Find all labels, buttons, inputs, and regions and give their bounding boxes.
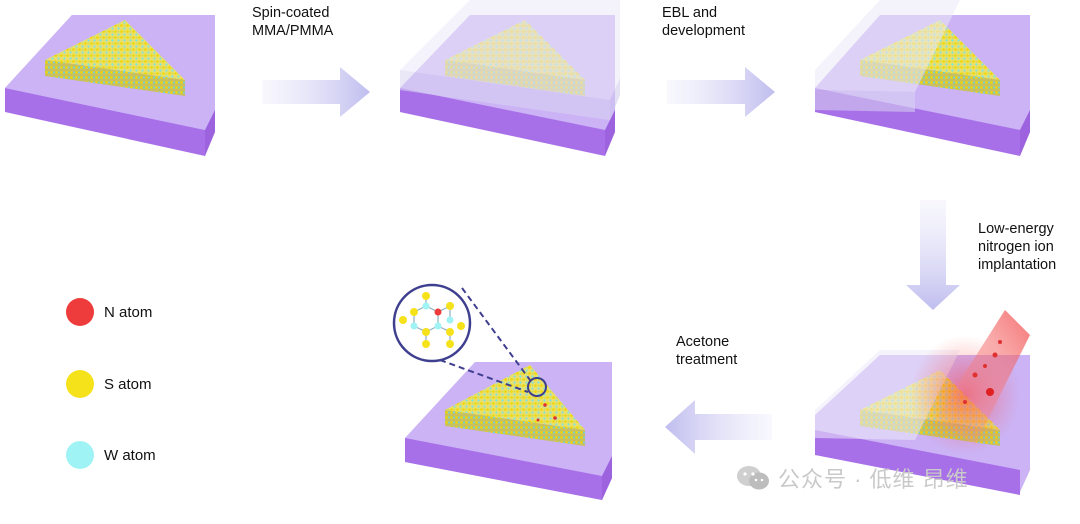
stage-2-resist-coated [400,0,620,156]
watermark-text: 公众号 · 低维 昂维 [778,467,969,492]
label-implantation: Low-energy nitrogen ion implantation [978,221,1057,273]
label-spin-coat: Spin-coated MMA/PMMA [252,5,334,39]
ion-beam [910,310,1030,455]
stage-1-substrate [5,15,215,156]
label-ebl: EBL and development [662,5,746,39]
stage-4-implantation [815,310,1030,495]
stage-3-patterned [815,0,1030,156]
resist-remaining [815,0,960,112]
watermark: 公众号 · 低维 昂维 [736,462,969,494]
w-atom-swatch [66,441,94,469]
resist-layer [400,0,620,120]
legend-s-atom: S atom [66,370,152,398]
wechat-icon [737,466,769,490]
n-atom-swatch [66,298,94,326]
label-acetone: Acetone treatment [676,334,738,368]
arrow-4 [665,400,772,454]
arrow-1 [262,67,370,117]
arrow-2 [667,67,775,117]
stage-5-final [405,362,612,500]
stage-1-flake [45,20,185,96]
zoom-inset [392,283,531,393]
legend-w-atom: W atom [66,441,156,469]
zoom-target-circle [527,377,547,397]
s-atom-swatch [66,370,94,398]
arrow-3 [906,200,960,310]
legend-n-atom: N atom [66,298,152,326]
